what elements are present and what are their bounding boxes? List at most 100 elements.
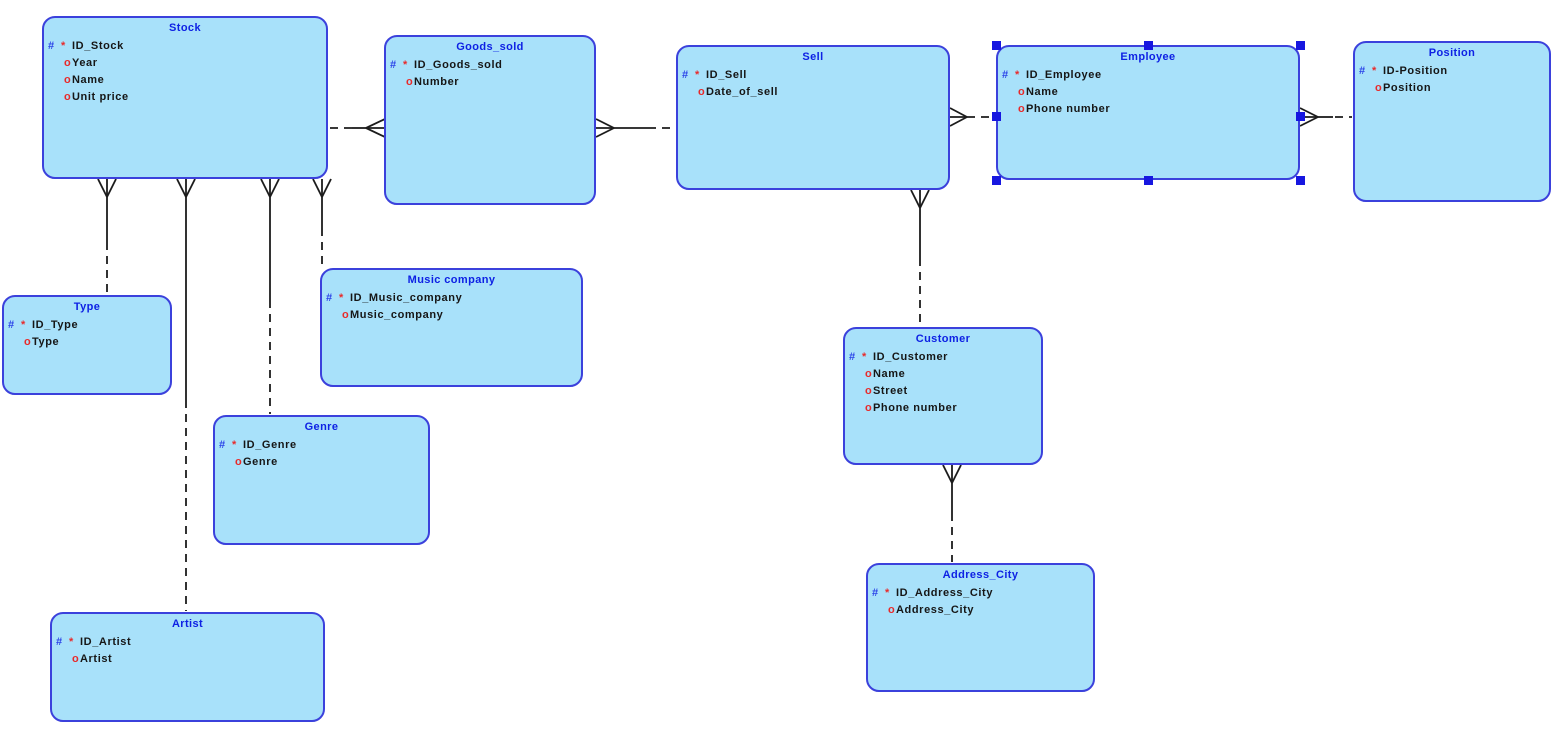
attribute-label: Number: [414, 76, 460, 88]
required-star-marker: *: [1015, 69, 1020, 81]
connector-goods_sold-sell[interactable]: [595, 118, 676, 138]
selection-handle[interactable]: [1295, 112, 1305, 122]
primary-key-hash-marker: #: [8, 319, 15, 331]
attribute-label: Phone number: [1026, 103, 1111, 115]
attribute-label: ID_Type: [32, 319, 79, 331]
required-star-marker: *: [695, 69, 700, 81]
connector-sell-employee[interactable]: [949, 107, 995, 127]
connector-employee-position[interactable]: [1299, 107, 1352, 127]
attribute-label: ID_Genre: [243, 439, 297, 451]
required-star-marker: *: [69, 636, 74, 648]
primary-key-hash-marker: #: [390, 59, 397, 71]
crows-foot-icon: [97, 178, 117, 198]
attribute-row: #*ID_Goods_sold: [390, 59, 594, 76]
required-star-marker: *: [1372, 65, 1377, 77]
selection-handle[interactable]: [991, 112, 1001, 122]
entity-title: Position: [1428, 47, 1476, 59]
connector-stock-music_company[interactable]: [312, 178, 332, 267]
primary-key-hash-marker: #: [56, 636, 63, 648]
selection-handle[interactable]: [991, 175, 1001, 185]
required-star-marker: *: [885, 587, 890, 599]
selection-handle[interactable]: [1295, 40, 1305, 50]
attribute-label: Name: [72, 74, 105, 86]
optional-marker: o: [235, 456, 243, 468]
connector-customer-address_city[interactable]: [942, 464, 962, 562]
optional-marker: o: [1018, 86, 1026, 98]
attribute-row: # * ID_Type: [8, 319, 170, 336]
entity-title: Artist: [171, 618, 204, 630]
selection-handle[interactable]: [1143, 175, 1153, 185]
connector-sell-customer[interactable]: [910, 189, 930, 326]
primary-key-hash-marker: #: [849, 351, 856, 363]
attribute-label: ID_Artist: [80, 636, 132, 648]
primary-key-hash-marker: #: [326, 292, 333, 304]
crows-foot-icon: [365, 118, 386, 138]
attribute-label: ID_Address_City: [896, 587, 994, 599]
selection-handle[interactable]: [991, 40, 1001, 50]
attribute-label: Genre: [243, 456, 278, 468]
crows-foot-icon: [910, 189, 930, 209]
attribute-label: Address_City: [896, 604, 975, 616]
attribute-row: #*ID-Position: [1359, 65, 1549, 82]
crows-foot-icon: [260, 178, 280, 198]
crows-foot-icon: [942, 464, 962, 484]
attribute-label: ID_Customer: [873, 351, 949, 363]
attribute-label: ID_Stock: [72, 40, 124, 52]
crows-foot-icon: [949, 107, 968, 127]
selection-handle[interactable]: [1295, 175, 1305, 185]
connector-stock-artist[interactable]: [176, 178, 196, 611]
connector-stock-genre[interactable]: [260, 178, 280, 414]
entity-title: Employee: [1120, 51, 1176, 63]
attribute-row: #*ID_Music_company: [326, 292, 581, 309]
connector-stock-goods_sold[interactable]: [330, 118, 386, 138]
optional-marker: o: [865, 402, 873, 414]
connector-stock-type[interactable]: [97, 178, 117, 294]
crows-foot-icon: [176, 178, 196, 198]
attribute-label: Music_company: [350, 309, 444, 321]
entity-title: Customer: [915, 333, 971, 345]
entity-title: Goods_sold: [456, 41, 524, 53]
optional-marker: o: [698, 86, 706, 98]
optional-marker: o: [1018, 103, 1026, 115]
attribute-label: Phone number: [873, 402, 958, 414]
attribute-label: Type: [32, 336, 60, 348]
required-star-marker: *: [21, 319, 26, 331]
crows-foot-icon: [312, 178, 332, 198]
attribute-label: Street: [873, 385, 908, 397]
entity-title: Type: [73, 301, 101, 313]
selection-handle[interactable]: [1143, 40, 1153, 50]
optional-marker: o: [406, 76, 414, 88]
attribute-label: Artist: [80, 653, 113, 665]
entity-title: Stock: [169, 22, 201, 34]
attribute-label: Position: [1383, 82, 1432, 94]
